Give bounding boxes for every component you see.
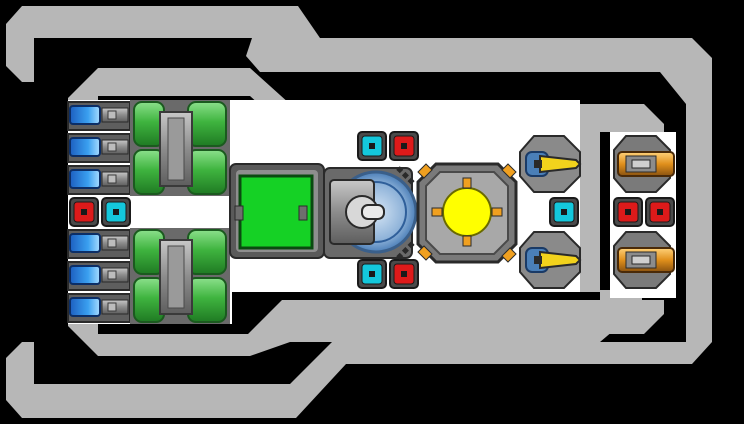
cannon-1[interactable] [613, 135, 675, 193]
reactor-corner-tr [501, 163, 517, 179]
turret-barrel [361, 204, 385, 220]
connector-strip-top [396, 166, 416, 186]
thruster-4[interactable] [67, 229, 131, 259]
thruster-2[interactable] [67, 133, 131, 163]
cannon-chamber [631, 255, 651, 265]
reactor-core-icon [442, 187, 492, 237]
thruster-1[interactable] [67, 101, 131, 131]
thruster-nozzle-icon [69, 233, 101, 253]
thruster-6[interactable] [67, 293, 131, 323]
reactor-corner-bl [417, 245, 433, 261]
thruster-bolt [107, 110, 117, 120]
thruster-nozzle-icon [69, 105, 101, 125]
engine-manifold-core [167, 117, 185, 181]
center-socket[interactable] [549, 197, 579, 227]
socket-pin [401, 143, 407, 149]
hull-rail-outer [6, 6, 712, 418]
engine-block-top[interactable] [130, 100, 230, 196]
cannon-group [613, 135, 675, 289]
reactor-bolt-right [491, 207, 503, 217]
socket-pin [81, 209, 87, 215]
reactor-module[interactable] [416, 162, 518, 264]
blade-gun-group [519, 135, 582, 289]
reactor-corner-tl [417, 163, 433, 179]
socket-pin [369, 143, 375, 149]
right-socket-pair-slot-1[interactable] [613, 197, 643, 227]
thruster-5[interactable] [67, 261, 131, 291]
top-socket-pair [357, 131, 419, 161]
connector-strips [396, 166, 416, 260]
blade-gun-1[interactable] [519, 135, 582, 193]
reactor-bolt-bottom [462, 235, 472, 247]
right-socket-pair [613, 197, 675, 227]
socket-layer [69, 131, 675, 289]
thruster-bolt [107, 142, 117, 152]
bottom-socket-pair-slot-2[interactable] [389, 259, 419, 289]
thruster-nozzle-icon [69, 297, 101, 317]
connector-strip-bottom [396, 240, 416, 260]
engine-manifold-core [167, 245, 185, 309]
thruster-nozzle-icon [69, 265, 101, 285]
engine-pipe-bottom-right [187, 277, 227, 323]
thruster-bolt [107, 238, 117, 248]
bottom-socket-pair [357, 259, 419, 289]
engine-pipe-top-right [187, 101, 227, 147]
blade-gun-icon [539, 250, 582, 270]
thruster-nozzle-icon [69, 137, 101, 157]
cockpit-clip-right [298, 205, 308, 221]
reactor-bolt-left [431, 207, 443, 217]
left-socket-pair-slot-2[interactable] [101, 197, 131, 227]
socket-pin [401, 271, 407, 277]
engine-block-bottom[interactable] [130, 228, 230, 324]
cannon-2[interactable] [613, 231, 675, 289]
engine-pipe-bottom-right [187, 149, 227, 195]
turret-module[interactable] [323, 167, 418, 259]
blade-gun-2[interactable] [519, 231, 582, 289]
blade-gun-icon [539, 154, 582, 174]
socket-pin [625, 209, 631, 215]
socket-pin [561, 209, 567, 215]
reactor-bolt-top [462, 177, 472, 189]
cockpit-clip-left [234, 205, 244, 221]
top-socket-pair-slot-1[interactable] [357, 131, 387, 161]
thruster-bolt [107, 302, 117, 312]
engine-pipe-top-right [187, 229, 227, 275]
left-socket-pair-slot-1[interactable] [69, 197, 99, 227]
socket-pin [657, 209, 663, 215]
left-socket-pair [69, 197, 131, 227]
right-socket-pair-slot-2[interactable] [645, 197, 675, 227]
reactor-corner-br [501, 247, 517, 263]
cannon-chamber [631, 159, 651, 169]
blade-gun-hub [534, 256, 542, 264]
thruster-3[interactable] [67, 165, 131, 195]
thruster-bolt [107, 270, 117, 280]
top-socket-pair-slot-2[interactable] [389, 131, 419, 161]
thruster-bolt [107, 174, 117, 184]
socket-pin [113, 209, 119, 215]
thruster-nozzle-icon [69, 169, 101, 189]
bottom-socket-pair-slot-1[interactable] [357, 259, 387, 289]
blade-gun-hub [534, 160, 542, 168]
cockpit-module[interactable] [229, 163, 325, 259]
socket-pin [369, 271, 375, 277]
